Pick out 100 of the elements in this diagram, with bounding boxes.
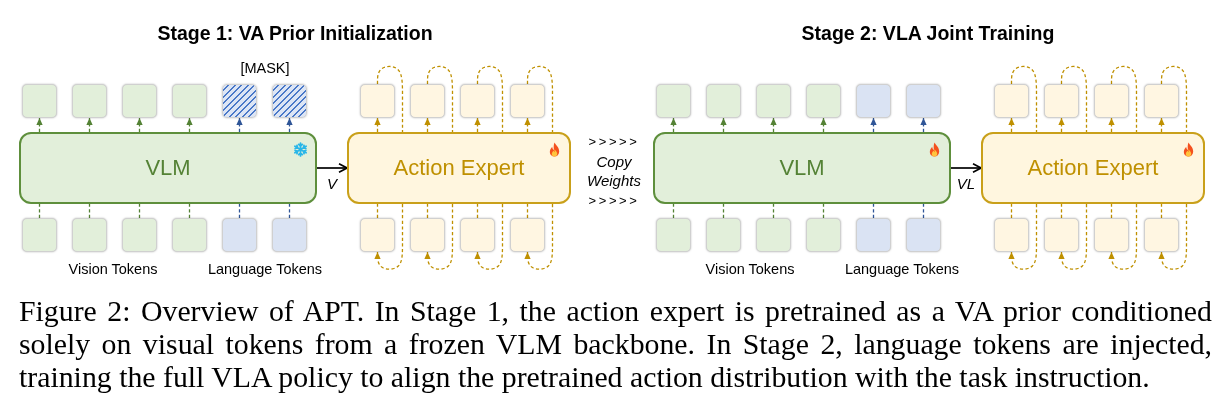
mask-label: [MASK] [240,60,290,76]
dashed-arrow [86,117,93,133]
dashed-line [672,203,675,219]
vision-token [756,84,791,118]
language-token [906,218,941,252]
dashed-arrow [286,117,293,133]
language-token [906,84,941,118]
action-expert-block [347,132,571,204]
action-token [1144,84,1179,118]
dashed-line [426,203,429,219]
token-group-label: Language Tokens [844,261,960,277]
masked-token [222,84,257,118]
dashed-line [1060,65,1088,133]
dashed-line [872,203,875,219]
dashed-arrow [186,117,193,133]
vision-token [172,218,207,252]
dashed-arrow [1158,117,1165,133]
token-group-label: Language Tokens [207,261,323,277]
vision-token [72,84,107,118]
block-label: VLM [145,155,191,181]
dashed-line [1010,65,1038,133]
dashed-line [38,203,41,219]
masked-token [272,84,307,118]
dashed-line [1160,203,1163,219]
vision-token [706,218,741,252]
dashed-line [526,65,554,133]
language-token [856,84,891,118]
dashed-arrow [236,117,243,133]
dashed-line [376,203,379,219]
dashed-line [1110,65,1138,133]
block-label: Action Expert [1027,155,1159,181]
chevron-row: >>>>> [588,133,640,149]
dashed-arrow [720,117,727,133]
dashed-arrow [1008,203,1038,270]
action-token [994,84,1029,118]
dashed-arrow [474,117,481,133]
dashed-line [526,203,529,219]
vision-token [22,84,57,118]
arrow [316,163,348,173]
dashed-line [1010,203,1013,219]
dashed-arrow [36,117,43,133]
figure-caption: Figure 2: Overview of APT. In Stage 1, the action expert is pretrained as a VA prior conditioned solely on visual tokens from a frozen VLM backbone. In Stage 2, language tokens are injected, training the full VLA policy to align the pretrained action distribution with the task instruction. [19,294,1212,393]
block-label: VLM [779,155,825,181]
action-token [410,218,445,252]
vlm-block [19,132,317,204]
language-token [272,218,307,252]
dashed-arrow [1058,117,1065,133]
dashed-line [238,203,241,219]
dashed-arrow [1158,203,1188,270]
vision-token [172,84,207,118]
token-group-label: Vision Tokens [705,261,795,277]
dashed-arrow [820,117,827,133]
dashed-arrow [136,117,143,133]
stage-title: Stage 1: VA Prior Initialization [157,21,433,45]
vision-token [22,218,57,252]
vision-token [122,218,157,252]
language-token [222,218,257,252]
action-token [510,84,545,118]
arrow [950,163,982,173]
dashed-arrow [770,117,777,133]
token-group-label: Vision Tokens [68,261,158,277]
chevron-row: >>>>> [588,192,640,208]
dashed-line [376,65,404,133]
action-token [994,218,1029,252]
action-token [460,84,495,118]
action-token [1044,84,1079,118]
dashed-arrow [670,117,677,133]
dashed-arrow [424,117,431,133]
vision-token [72,218,107,252]
dashed-arrow [1008,117,1015,133]
dashed-arrow [920,117,927,133]
action-token [1144,218,1179,252]
vision-token [806,218,841,252]
action-token [360,84,395,118]
vision-token [806,84,841,118]
dashed-arrow [474,203,504,270]
dashed-line [772,203,775,219]
action-token [460,218,495,252]
dashed-line [722,203,725,219]
dashed-line [1060,203,1063,219]
dashed-line [88,203,91,219]
action-token [510,218,545,252]
vision-token [656,218,691,252]
dashed-line [426,65,454,133]
language-token [856,218,891,252]
action-token [1044,218,1079,252]
dashed-arrow [1058,203,1088,270]
action-token [410,84,445,118]
dashed-line [476,203,479,219]
copy-weights-label: Copy Weights [586,152,642,190]
vlm-block [653,132,951,204]
action-expert-block [981,132,1205,204]
dashed-arrow [1108,117,1115,133]
dashed-arrow [524,203,554,270]
vision-token [706,84,741,118]
dashed-line [1110,203,1113,219]
dashed-line [822,203,825,219]
vision-token [122,84,157,118]
action-token [360,218,395,252]
dashed-arrow [870,117,877,133]
